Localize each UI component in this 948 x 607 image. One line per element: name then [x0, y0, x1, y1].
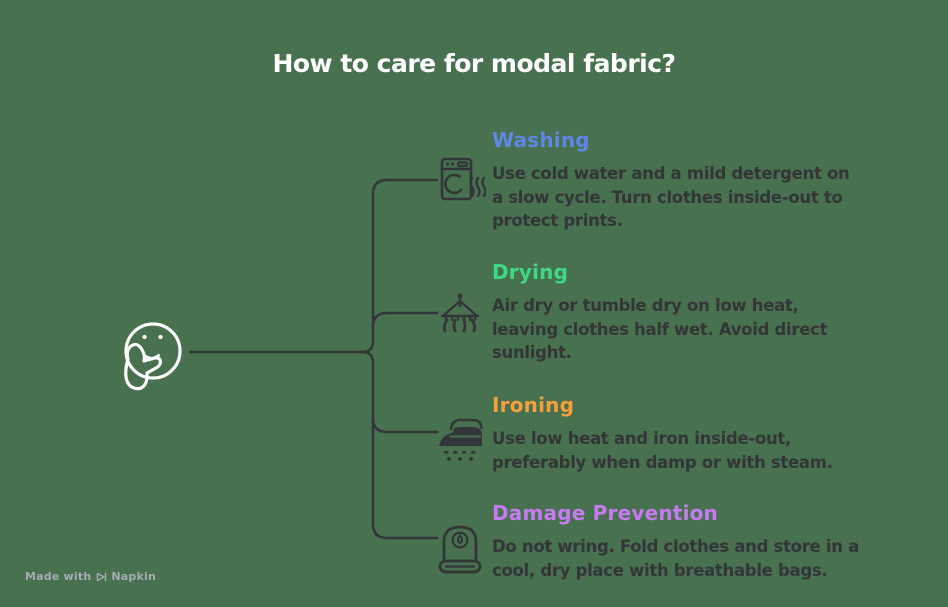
- section-drying: Drying Air dry or tumble dry on low heat…: [492, 260, 932, 365]
- section-damage-prevention-heading: Damage Prevention: [492, 501, 718, 525]
- thinking-face-icon: [124, 322, 182, 391]
- text-line: a slow cycle. Turn clothes inside-out to: [492, 187, 843, 207]
- section-damage-prevention: Damage Prevention Do not wring. Fold clo…: [492, 501, 932, 582]
- attribution-prefix: Made with: [25, 570, 92, 583]
- text-line: preferably when damp or with steam.: [492, 452, 833, 472]
- section-washing-text: Use cold water and a mild detergent on a…: [492, 162, 932, 233]
- section-drying-text: Air dry or tumble dry on low heat, leavi…: [492, 294, 932, 365]
- text-line: cool, dry place with breathable bags.: [492, 560, 828, 580]
- text-line: protect prints.: [492, 211, 623, 230]
- text-line: sunlight.: [492, 343, 572, 362]
- text-line: Do not wring. Fold clothes and store in …: [492, 537, 859, 556]
- attribution: Made with Napkin: [25, 570, 156, 583]
- page-title: How to care for modal fabric?: [272, 49, 676, 78]
- iron-icon: [439, 418, 483, 461]
- napkin-logo-icon: [97, 572, 107, 581]
- section-ironing: Ironing Use low heat and iron inside-out…: [492, 393, 932, 474]
- section-ironing-heading: Ironing: [492, 393, 575, 417]
- text-line: Use low heat and iron inside-out,: [492, 429, 791, 448]
- section-washing-heading: Washing: [492, 128, 590, 152]
- text-line: leaving clothes half wet. Avoid direct: [492, 319, 828, 339]
- section-damage-prevention-text: Do not wring. Fold clothes and store in …: [492, 535, 932, 582]
- washing-machine-icon: [440, 157, 486, 201]
- section-washing: Washing Use cold water and a mild deterg…: [492, 128, 932, 233]
- section-drying-heading: Drying: [492, 260, 569, 284]
- text-line: Use cold water and a mild detergent on: [492, 164, 850, 183]
- text-line: Air dry or tumble dry on low heat,: [492, 296, 799, 315]
- section-ironing-text: Use low heat and iron inside-out, prefer…: [492, 427, 932, 474]
- drying-rack-icon: [440, 293, 480, 333]
- attribution-brand: Napkin: [111, 570, 156, 583]
- storage-bag-icon: [438, 525, 482, 574]
